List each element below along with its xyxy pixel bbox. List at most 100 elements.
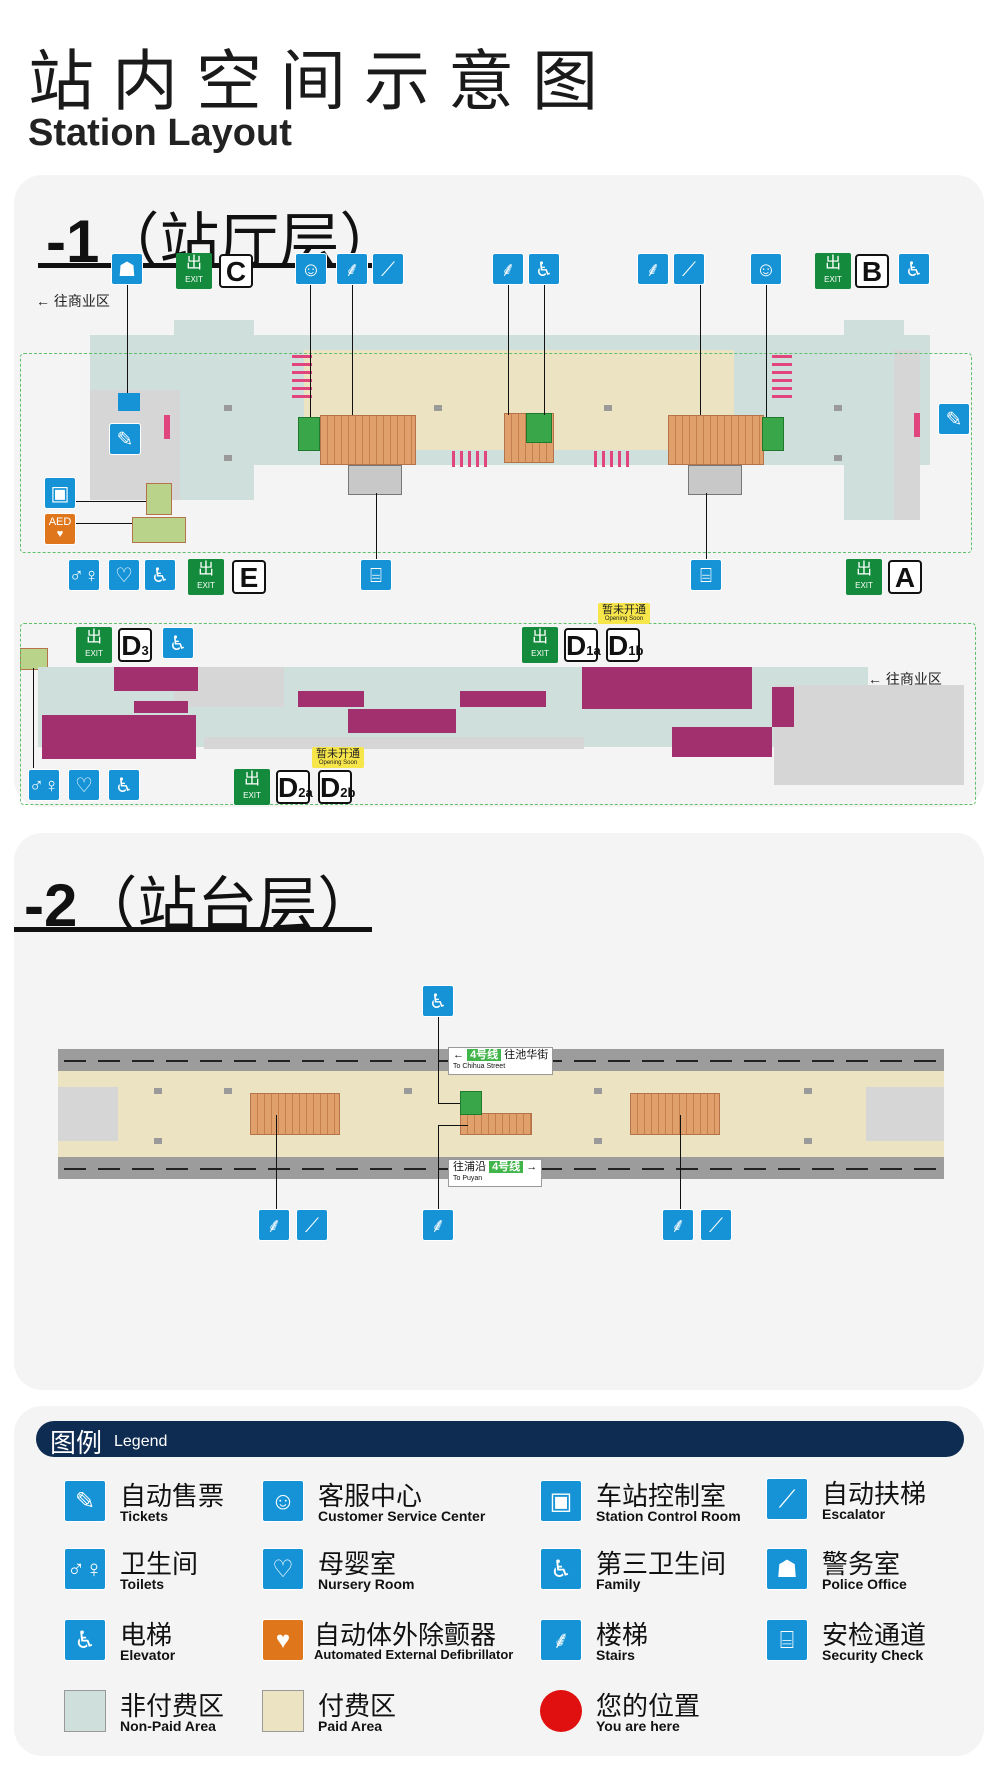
exit-d2a-letter: D2a (276, 770, 313, 804)
sign-top-cn: 往池华街 (504, 1049, 549, 1061)
leader-line (127, 285, 128, 393)
leader-line (438, 1103, 460, 1104)
exit-d2b-letter: D2b (318, 770, 356, 804)
legend-label-en: Tickets (120, 1508, 168, 1524)
legend-label-en: Toilets (120, 1576, 165, 1592)
fare-gate (452, 451, 455, 467)
fare-gate (594, 451, 597, 467)
exit-en: EXIT (855, 581, 873, 590)
stairs-icon: ⸙ (336, 253, 368, 285)
you-are-here-dot (540, 1690, 582, 1732)
elevator-block (762, 417, 784, 451)
leader-line (544, 285, 545, 415)
nursery-icon: ♡ (108, 559, 140, 591)
ticket-machine-icon: ✎ (64, 1480, 106, 1522)
legend-label-en: Security Check (822, 1647, 924, 1663)
elevator-block (118, 393, 140, 411)
paid-swatch (262, 1690, 304, 1732)
leader-line (74, 501, 146, 502)
column-mark (434, 405, 442, 411)
legend-label-cn: 警务室 (822, 1550, 901, 1580)
escalator-block (250, 1093, 340, 1135)
shop-block (672, 727, 772, 757)
leader-line (438, 1017, 439, 1103)
ticket-machine-mark (914, 413, 920, 437)
column-mark (604, 405, 612, 411)
family-toilet-icon: ♿ (540, 1548, 582, 1590)
toilet-icon: ♂♀ (68, 559, 100, 591)
exit-c-letter: C (219, 254, 253, 288)
legend-label-en: Non-Paid Area (120, 1718, 216, 1734)
exit-cn: 出 (855, 561, 872, 578)
security-check-point (688, 465, 742, 495)
exit-cn: 出 (185, 255, 202, 272)
exit-d2b-sub: 2b (340, 785, 356, 800)
aed-icon: AED♥ (44, 513, 76, 545)
line-badge: 4号线 (489, 1161, 524, 1173)
exit-cn: 出 (85, 629, 102, 646)
opening-soon-en: Opening Soon (604, 616, 644, 622)
escalator-icon: ⟋ (372, 253, 404, 285)
leader-line (508, 285, 509, 415)
shop-block (582, 667, 752, 709)
exit-en: EXIT (531, 649, 549, 658)
exit-cn: 出 (197, 561, 214, 578)
legend-label-cn: 非付费区 (120, 1692, 225, 1722)
exit-b-letter: B (855, 254, 889, 288)
control-room-icon: ▣ (540, 1480, 582, 1522)
opening-soon-en: Opening Soon (318, 760, 358, 766)
legend-label-cn: 自动售票 (120, 1482, 225, 1512)
shop-block (348, 709, 456, 733)
column-mark (224, 405, 232, 411)
police-icon: ☗ (766, 1548, 808, 1590)
elevator-block (460, 1091, 482, 1115)
column-mark (804, 1138, 812, 1144)
opening-soon-cn: 暂未开通 (316, 748, 360, 760)
shop-block (42, 715, 196, 759)
exit-d1a-letter: D1a (564, 628, 601, 662)
green-room (146, 483, 172, 515)
to-commercial-left: ← 往商业区 (36, 293, 110, 309)
ticket-machine-icon: ✎ (109, 423, 141, 455)
security-check-icon: ⌸ (766, 1619, 808, 1661)
passage-gray-zone (774, 685, 964, 785)
escalator-block (630, 1093, 720, 1135)
exit-cn: 出 (243, 771, 260, 788)
elevator-icon: ♿ (162, 627, 194, 659)
customer-service-icon: ☺ (295, 253, 327, 285)
exit-d2a-sub: 2a (298, 785, 313, 800)
toilet-icon: ♂♀ (64, 1548, 106, 1590)
platform-end-zone (866, 1087, 944, 1141)
legend-label-cn: 卫生间 (120, 1550, 199, 1580)
legend-title-cn: 图例 (50, 1429, 103, 1459)
leader-line (276, 1115, 277, 1209)
escalator-icon: ⟋ (766, 1478, 808, 1520)
leader-line (310, 285, 311, 417)
security-check-icon: ⌸ (360, 559, 392, 591)
ticket-machine-mark (164, 415, 170, 439)
fare-gate (772, 355, 792, 358)
exit-d1a-sub: 1a (586, 643, 601, 658)
stairs-icon: ⸙ (492, 253, 524, 285)
leader-line (766, 285, 767, 417)
non-paid-area (174, 320, 254, 500)
exit-en: EXIT (243, 791, 261, 800)
line-badge: 4号线 (467, 1049, 502, 1061)
legend-label-en: Family (596, 1576, 641, 1592)
elevator-icon: ♿ (898, 253, 930, 285)
legend-label-en: Stairs (596, 1647, 635, 1663)
elevator-icon: ♿ (64, 1619, 106, 1661)
exit-d1b-letter: D1b (606, 628, 643, 662)
legend-label-cn: 楼梯 (596, 1621, 649, 1651)
exit-a-letter: A (888, 560, 922, 594)
control-room-icon: ▣ (44, 477, 76, 509)
legend-label-en: Automated External Defibrillator (314, 1647, 514, 1662)
exit-en: EXIT (824, 275, 842, 284)
customer-service-icon: ☺ (262, 1480, 304, 1522)
